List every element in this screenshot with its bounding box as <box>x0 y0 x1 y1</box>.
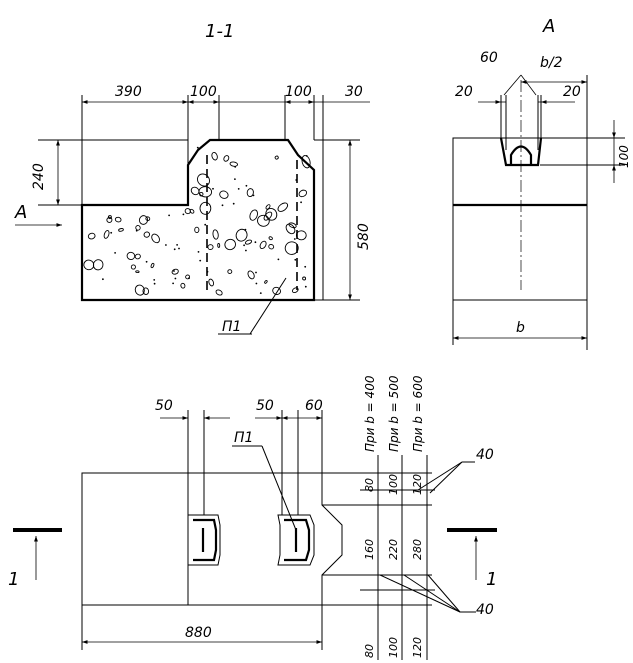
view-a: A 60 b/2 20 20 100 b <box>452 16 631 350</box>
plan-outline <box>81 472 343 606</box>
dim-880: 880 <box>185 625 212 641</box>
mid-220: 220 <box>387 539 400 560</box>
dim-table: При b = 400 При b = 500 При b = 600 80 1… <box>322 375 494 660</box>
bottom-120: 120 <box>411 637 424 658</box>
dim-20-right: 20 <box>563 84 581 100</box>
svg-text:1: 1 <box>486 569 497 590</box>
dim-b-half: b/2 <box>540 55 563 71</box>
dim-40-top: 40 <box>476 447 494 463</box>
section-title: 1-1 <box>205 21 234 42</box>
section-outline <box>80 138 316 302</box>
section-1-1: 1-1 390 100 100 30 <box>14 21 372 335</box>
lifting-loop-left <box>188 514 221 566</box>
dim-50-a: 50 <box>155 398 173 414</box>
dim-30: 30 <box>345 84 363 100</box>
svg-text:1: 1 <box>8 569 19 590</box>
bottom-100: 100 <box>387 637 400 658</box>
lifting-slot <box>499 137 543 167</box>
dim-100-a: 100 <box>190 84 217 100</box>
dim-50-b: 50 <box>256 398 274 414</box>
view-arrow-label: A <box>14 202 27 223</box>
view-title: A <box>542 16 555 37</box>
bottom-80: 80 <box>363 644 376 658</box>
part-label-p1-bottom: П1 <box>234 430 253 446</box>
col-header-400: При b = 400 <box>363 375 377 452</box>
dim-100-view: 100 <box>617 145 631 168</box>
col-header-600: При b = 600 <box>411 375 425 452</box>
dim-390: 390 <box>115 84 142 100</box>
plan-view: 50 50 60 880 П1 1 1 При b = 400 <box>8 375 497 660</box>
section-mark-right: 1 <box>447 528 497 590</box>
mid-280: 280 <box>411 539 424 560</box>
view-a-outline <box>452 137 588 301</box>
top-80: 80 <box>363 478 376 492</box>
dim-20-left: 20 <box>455 84 473 100</box>
lifting-loop-right <box>277 514 315 566</box>
col-header-500: При b = 500 <box>387 375 401 452</box>
section-shelf <box>81 139 189 206</box>
section-mark-left: 1 <box>8 528 62 590</box>
dim-580: 580 <box>356 223 372 250</box>
mid-160: 160 <box>363 539 376 560</box>
dim-240: 240 <box>31 163 47 190</box>
dim-100-b: 100 <box>285 84 312 100</box>
dim-60-view: 60 <box>480 50 498 66</box>
top-100: 100 <box>387 474 400 495</box>
top-120: 120 <box>411 474 424 495</box>
dim-40-bottom: 40 <box>476 602 494 618</box>
concrete-hatch <box>83 146 311 296</box>
dim-60-plan: 60 <box>305 398 323 414</box>
part-label-p1-top: П1 <box>222 319 241 335</box>
dim-b: b <box>516 320 525 336</box>
